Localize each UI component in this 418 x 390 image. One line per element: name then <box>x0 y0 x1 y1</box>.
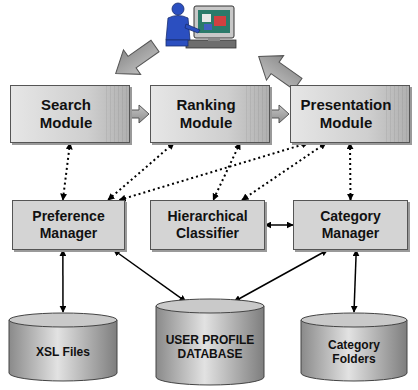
node-label: Category Folders <box>308 338 400 366</box>
node-label: Category Manager <box>300 208 401 242</box>
database-cylinder: XSL Files <box>8 312 118 382</box>
node-label: Ranking Module <box>157 96 255 132</box>
flow-arrow <box>131 105 149 123</box>
node-label: USER PROFILE DATABASE <box>163 333 257 361</box>
user-computer-icon <box>166 3 236 48</box>
node-label: XSL Files <box>36 345 90 359</box>
process-box: Search Module <box>10 85 130 143</box>
process-box: Ranking Module <box>150 85 270 143</box>
solid-connector <box>265 224 293 226</box>
dotted-connector <box>119 143 308 200</box>
dotted-connector <box>63 143 70 200</box>
solid-connector <box>354 250 356 312</box>
big-flow-arrow <box>107 34 164 86</box>
solid-connector <box>62 250 64 312</box>
dotted-connector <box>213 143 240 200</box>
node-label: Hierarchical Classifier <box>157 208 258 242</box>
manager-box: Hierarchical Classifier <box>150 200 265 250</box>
dotted-connector <box>242 143 326 200</box>
dotted-connector <box>108 143 174 200</box>
manager-box: Preference Manager <box>12 200 125 250</box>
solid-connector <box>114 250 186 302</box>
node-label: Presentation Module <box>297 96 395 132</box>
flow-arrow <box>271 105 289 123</box>
manager-box: Category Manager <box>293 200 408 250</box>
node-label: Search Module <box>17 96 115 132</box>
database-cylinder: USER PROFILE DATABASE <box>155 298 265 386</box>
node-label: Preference Manager <box>19 208 118 242</box>
dotted-connector <box>349 143 352 200</box>
solid-connector <box>234 250 327 302</box>
database-cylinder: Category Folders <box>300 312 408 382</box>
process-box: Presentation Module <box>290 85 410 143</box>
